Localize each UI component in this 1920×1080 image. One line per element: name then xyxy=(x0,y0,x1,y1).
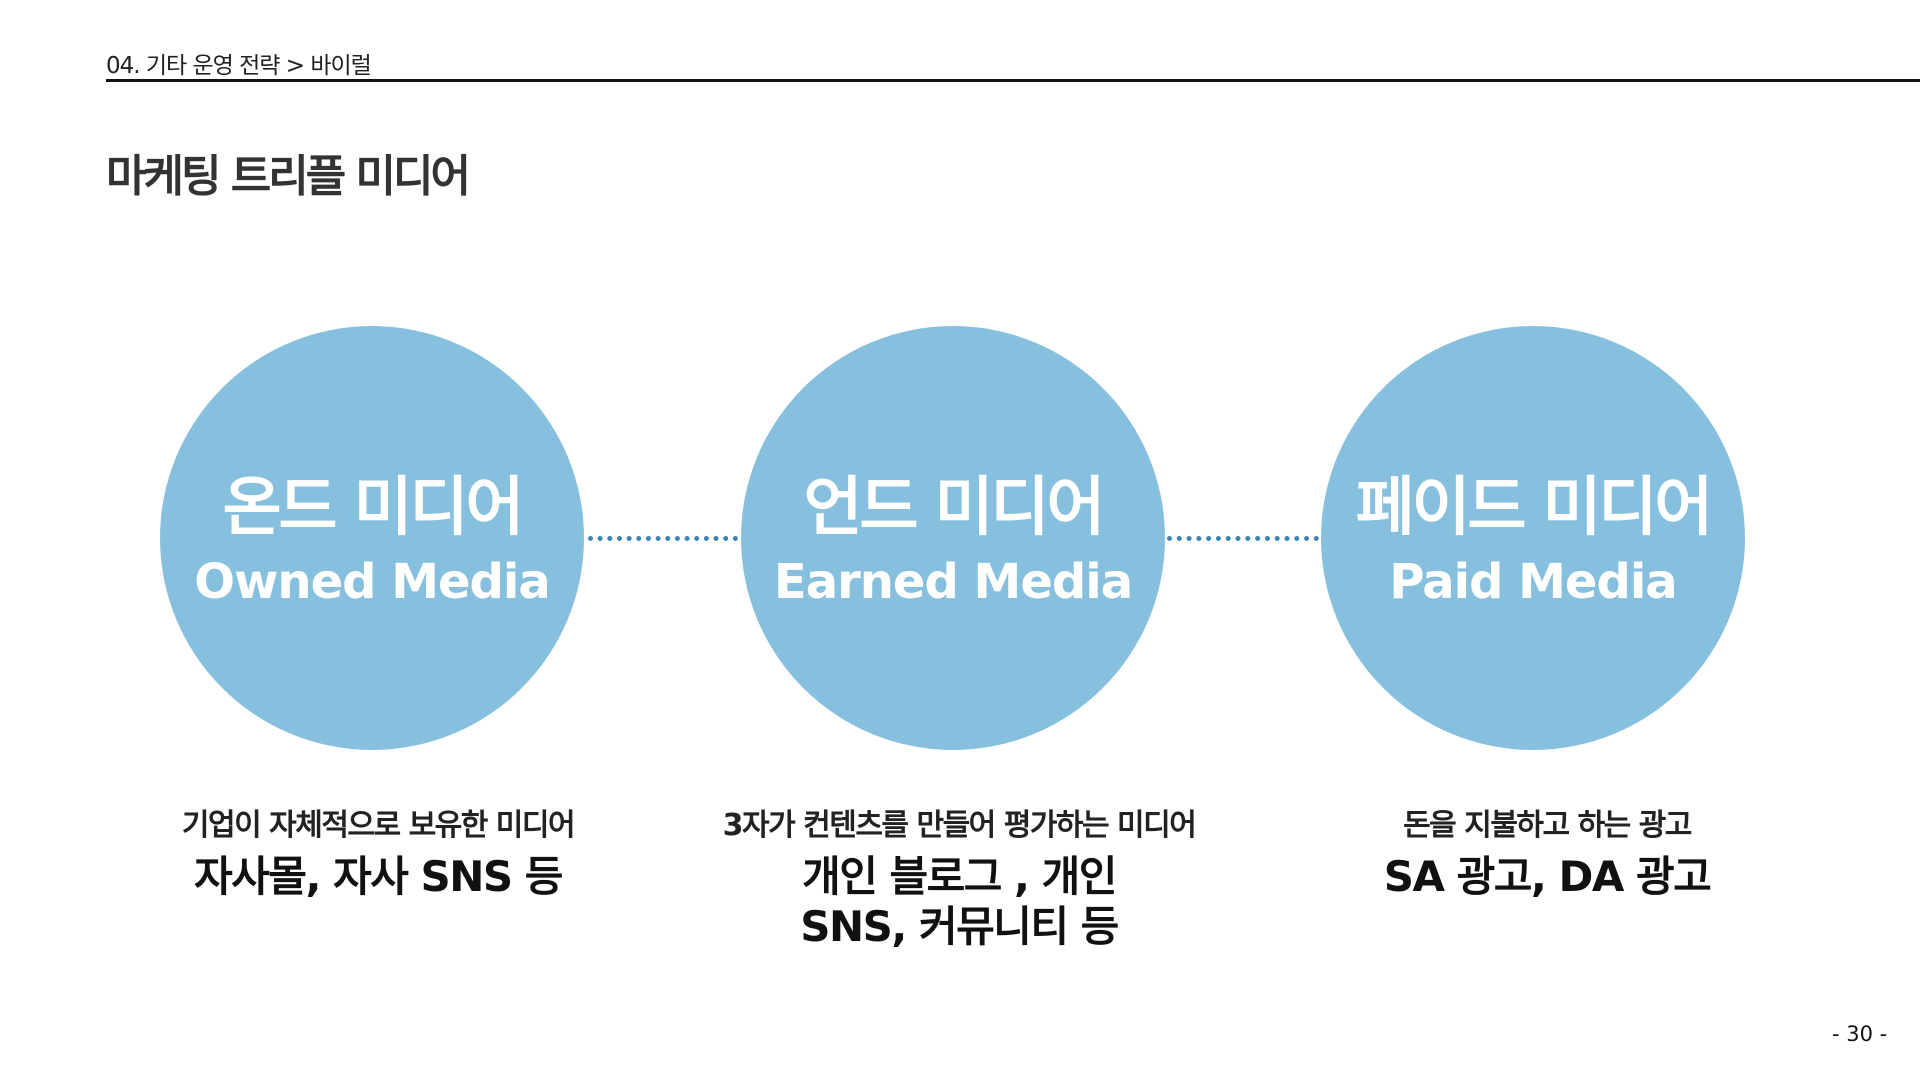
header-divider xyxy=(106,79,1920,82)
paid-media-description: 돈을 지불하고 하는 광고 SA 광고, DA 광고 xyxy=(1287,800,1807,902)
circle-title-ko: 페이드 미디어 xyxy=(1355,471,1714,545)
circle-title-ko: 온드 미디어 xyxy=(222,471,525,545)
paid-media-circle: 페이드 미디어 Paid Media xyxy=(1321,326,1745,750)
description-text: 3자가 컨텐츠를 만들어 평가하는 미디어 xyxy=(722,808,1197,843)
page-title: 마케팅 트리플 미디어 xyxy=(106,151,471,202)
earned-media-circle: 언드 미디어 Earned Media xyxy=(741,326,1165,750)
owned-media-description: 기업이 자체적으로 보유한 미디어 자사몰, 자사 SNS 등 xyxy=(118,800,638,902)
circle-title-en: Paid Media xyxy=(1389,554,1677,610)
circle-title-en: Earned Media xyxy=(773,554,1133,610)
dotted-connector xyxy=(1167,536,1319,541)
dotted-connector xyxy=(588,536,738,541)
earned-media-description: 3자가 컨텐츠를 만들어 평가하는 미디어 개인 블로그 , 개인 SNS, 커… xyxy=(699,800,1219,953)
page-number: - 30 - xyxy=(1832,1022,1888,1046)
examples-text: 개인 블로그 , 개인 SNS, 커뮤니티 등 xyxy=(800,852,1119,952)
circle-title-ko: 언드 미디어 xyxy=(803,471,1106,545)
breadcrumb: 04. 기타 운영 전략 > 바이럴 xyxy=(106,53,372,79)
circle-title-en: Owned Media xyxy=(194,554,550,610)
owned-media-circle: 온드 미디어 Owned Media xyxy=(160,326,584,750)
description-text: 돈을 지불하고 하는 광고 xyxy=(1403,808,1692,843)
description-text: 기업이 자체적으로 보유한 미디어 xyxy=(181,808,576,843)
examples-text: SA 광고, DA 광고 xyxy=(1383,852,1712,901)
examples-text: 자사몰, 자사 SNS 등 xyxy=(194,852,563,901)
